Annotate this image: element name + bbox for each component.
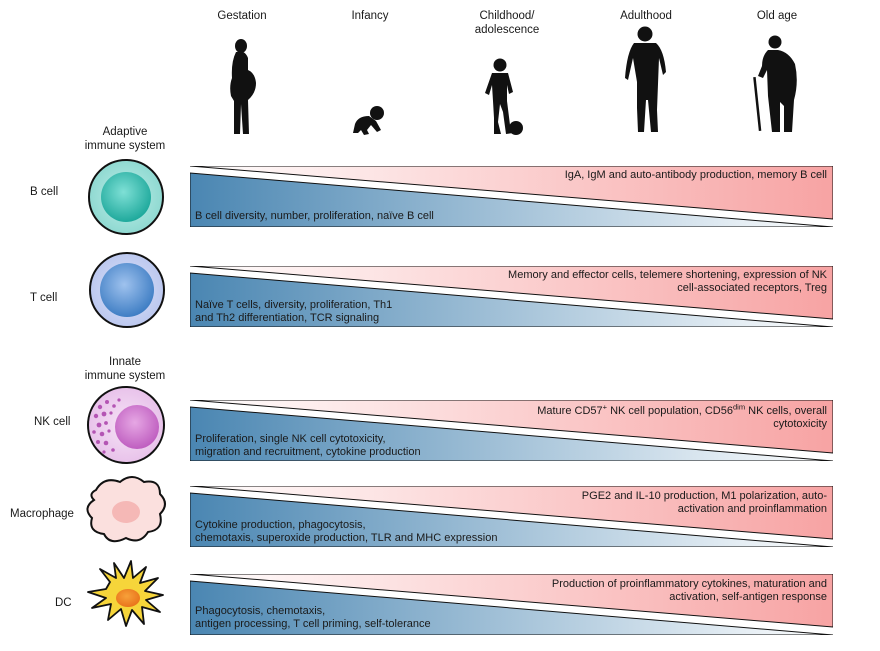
t-cell-upper-text: Memory and effector cells, telemere shor… [508, 269, 827, 294]
dc-label: DC [55, 597, 72, 609]
nk-upper-part-2: NK cell population, CD56 [607, 405, 733, 417]
b-cell-label: B cell [30, 186, 59, 198]
macrophage-lower-text: Cytokine production, phagocytosis, chemo… [195, 519, 498, 544]
nk-upper-sup-plus: + [602, 402, 608, 412]
gestation-silhouette [230, 39, 256, 134]
t-cell-band: Memory and effector cells, telemere shor… [190, 266, 833, 327]
macrophage-label: Macrophage [10, 508, 74, 520]
macrophage-band: PGE2 and IL-10 production, M1 polarizati… [190, 486, 833, 547]
dc-lower-text: Phagocytosis, chemotaxis, antigen proces… [195, 605, 431, 630]
old-age-silhouette [753, 35, 797, 132]
b-cell-band: IgA, IgM and auto-antibody production, m… [190, 166, 833, 227]
dc-band-graphic [190, 574, 833, 635]
t-cell-band-graphic [190, 266, 833, 327]
stage-old-age-label: Old age [756, 10, 798, 22]
stage-adulthood-label: Adulthood [620, 10, 672, 22]
nk-upper-part-4: cytotoxicity [773, 418, 827, 430]
b-cell-lower-text: B cell diversity, number, proliferation,… [195, 210, 434, 222]
nk-cell-upper-text: Mature CD57+ NK cell population, CD56dim… [537, 402, 827, 431]
nk-upper-sup-dim: dim [732, 402, 746, 412]
nk-cell-band-graphic [190, 400, 833, 461]
stage-gestation-label: Gestation [217, 10, 267, 22]
stage-infancy-label: Infancy [351, 10, 389, 22]
b-cell-band-graphic [190, 166, 833, 227]
nk-upper-part-1: Mature CD57 [537, 405, 603, 417]
macrophage-band-graphic [190, 486, 833, 547]
innate-section-title: Innate immune system [84, 356, 166, 382]
b-cell-upper-text: IgA, IgM and auto-antibody production, m… [564, 169, 827, 181]
stage-childhood-label: Childhood/ adolescence [474, 10, 540, 36]
t-cell-illustration [89, 252, 165, 328]
nk-cell-label: NK cell [34, 416, 71, 428]
nk-cell-illustration [87, 386, 165, 464]
infancy-silhouette [353, 106, 384, 135]
childhood-silhouette [485, 58, 523, 135]
dc-upper-text: Production of proinflammatory cytokines,… [551, 578, 827, 603]
t-cell-lower-text: Naïve T cells, diversity, proliferation,… [195, 299, 393, 324]
dc-band: Production of proinflammatory cytokines,… [190, 574, 833, 635]
b-cell-illustration [88, 159, 164, 235]
adulthood-silhouette [625, 26, 666, 132]
t-cell-label: T cell [30, 292, 58, 304]
macrophage-illustration [86, 476, 166, 543]
nk-upper-part-3: NK cells, overall [745, 405, 827, 417]
nk-cell-lower-text: Proliferation, single NK cell cytotoxici… [195, 433, 421, 458]
dc-illustration [87, 560, 164, 627]
adaptive-section-title: Adaptive immune system [84, 126, 166, 152]
nk-cell-band: Mature CD57+ NK cell population, CD56dim… [190, 400, 833, 461]
macrophage-upper-text: PGE2 and IL-10 production, M1 polarizati… [581, 490, 827, 515]
